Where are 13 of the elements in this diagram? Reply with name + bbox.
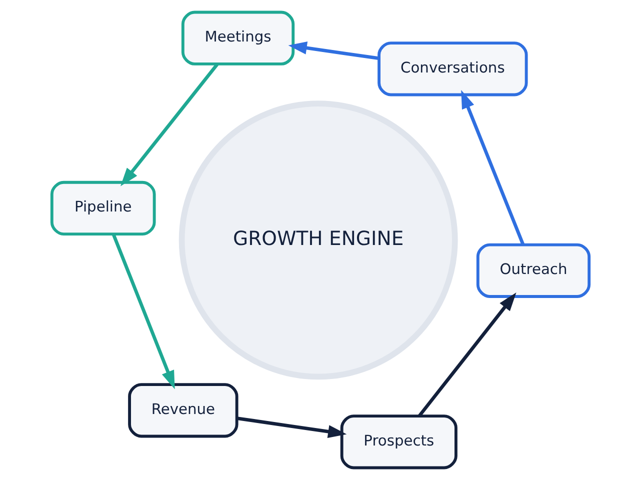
arrow	[460, 90, 524, 246]
arrow	[111, 234, 174, 390]
arrow	[288, 42, 379, 60]
node-box: Pipeline	[50, 180, 156, 236]
node-box: Meetings	[180, 10, 294, 66]
node-box: Outreach	[476, 243, 590, 298]
arrow	[236, 416, 346, 438]
node-box: Revenue	[128, 383, 238, 438]
node-box: Prospects	[340, 414, 457, 470]
arrow	[418, 292, 516, 417]
node-circle: GROWTH ENGINE	[178, 100, 458, 380]
node-box: Conversations	[377, 42, 528, 96]
arrow	[120, 63, 218, 186]
